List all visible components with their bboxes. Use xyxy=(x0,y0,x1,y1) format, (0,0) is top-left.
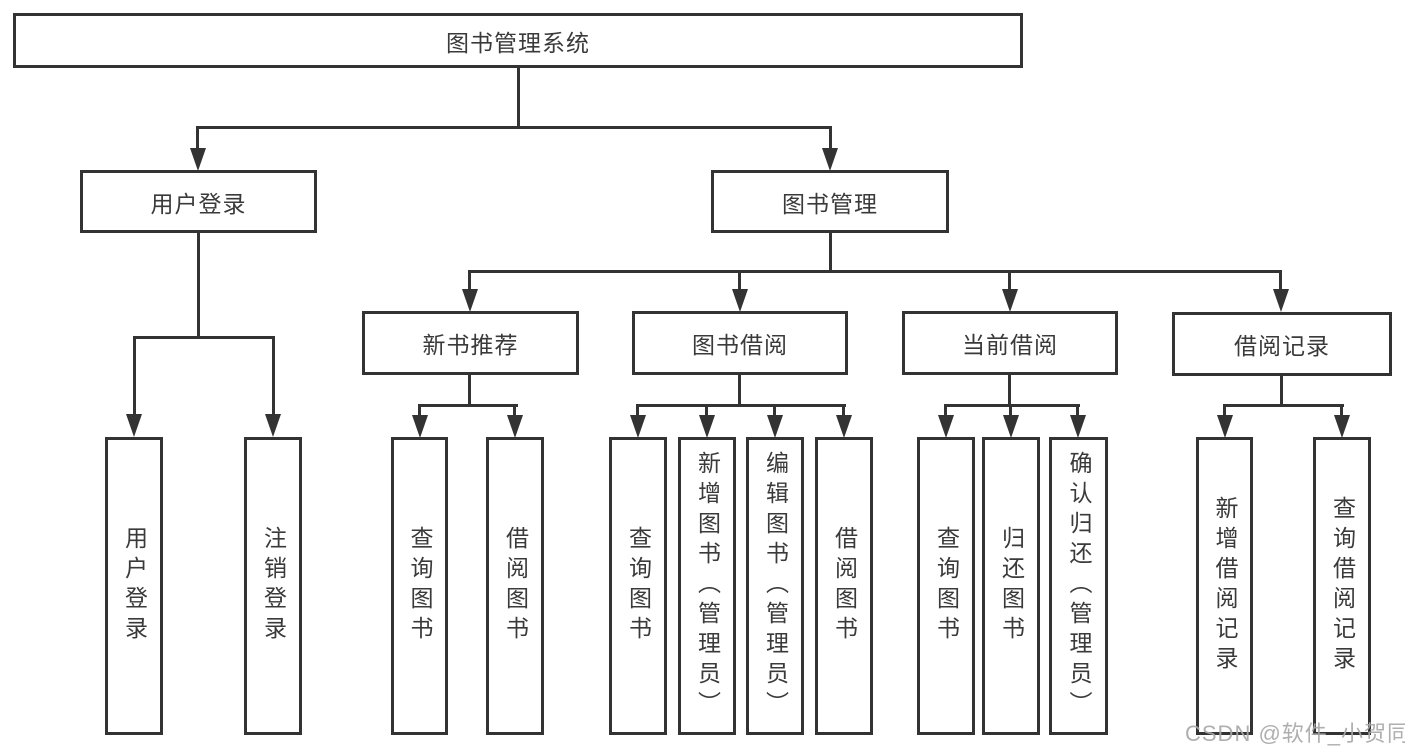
leaf-borrow-books-recommend: 借阅图书 xyxy=(486,437,544,735)
arrowhead-leaf-logout xyxy=(265,414,281,437)
leaf-confirm-return-admin: 确认归还（管理员） xyxy=(1049,437,1108,735)
leaf-add-books-admin: 新增图书（管理员） xyxy=(678,437,736,735)
connector-to-cb-query xyxy=(944,404,947,418)
connector-to-user-login xyxy=(196,126,199,152)
leaf-query-books-recommend: 查询图书 xyxy=(391,437,448,735)
connector-current-borrow-rail xyxy=(944,404,1080,407)
connector-to-bb-add xyxy=(705,404,708,418)
leaf-edit-books-admin: 编辑图书（管理员） xyxy=(746,437,804,735)
connector-records-rail xyxy=(1223,404,1344,407)
connector-to-current-borrowing xyxy=(1008,270,1011,292)
node-user-login: 用户登录 xyxy=(80,170,317,233)
connector-to-leaf-logout xyxy=(272,336,275,418)
arrowhead-borrowing-records xyxy=(1273,289,1289,312)
connector-book-mgmt-stem xyxy=(829,233,832,272)
connector-book-borrow-stem xyxy=(738,375,741,406)
connector-current-borrow-stem xyxy=(1008,375,1011,406)
connector-to-bb-borrow xyxy=(842,404,845,418)
connector-to-new-book xyxy=(468,270,471,292)
connector-to-bb-edit xyxy=(773,404,776,418)
connector-to-nb-query xyxy=(418,404,421,418)
arrowhead-br-query xyxy=(1334,415,1350,438)
connector-to-br-add xyxy=(1223,404,1226,418)
connector-book-mgmt-rail xyxy=(469,270,1282,273)
arrowhead-leaf-user-login xyxy=(126,414,142,437)
node-new-book-recommendation: 新书推荐 xyxy=(362,311,579,375)
arrowhead-book-borrowing xyxy=(732,289,748,312)
connector-user-login-rail xyxy=(133,336,275,339)
arrowhead-nb-borrow xyxy=(507,415,523,438)
node-book-management: 图书管理 xyxy=(711,170,949,233)
connector-root-stem xyxy=(517,68,520,129)
connector-book-borrow-rail xyxy=(636,404,846,407)
connector-to-bb-query xyxy=(636,404,639,418)
leaf-logout: 注销登录 xyxy=(244,437,302,735)
arrowhead-bb-add xyxy=(699,415,715,438)
connector-records-stem xyxy=(1280,376,1283,406)
connector-to-book-borrowing xyxy=(738,270,741,292)
connector-to-cb-return xyxy=(1009,404,1012,418)
arrowhead-br-add xyxy=(1217,415,1233,438)
arrowhead-user-login xyxy=(190,148,206,171)
arrowhead-bb-borrow xyxy=(836,415,852,438)
connector-to-cb-confirm xyxy=(1076,404,1079,418)
connector-to-book-management xyxy=(829,126,832,152)
connector-new-book-stem xyxy=(468,375,471,406)
arrowhead-cb-return xyxy=(1003,415,1019,438)
arrowhead-cb-confirm xyxy=(1070,415,1086,438)
connector-to-leaf-user-login xyxy=(133,336,136,418)
arrowhead-new-book xyxy=(462,289,478,312)
node-borrowing-records: 借阅记录 xyxy=(1172,312,1392,376)
connector-root-rail xyxy=(196,126,832,129)
connector-user-login-stem xyxy=(197,233,200,338)
leaf-query-books-current: 查询图书 xyxy=(917,437,975,735)
leaf-add-borrow-record: 新增借阅记录 xyxy=(1196,437,1253,735)
node-current-borrowing: 当前借阅 xyxy=(902,311,1118,375)
node-book-borrowing: 图书借阅 xyxy=(632,311,848,375)
connector-to-br-query xyxy=(1340,404,1343,418)
connector-to-nb-borrow xyxy=(513,404,516,418)
arrowhead-cb-query xyxy=(938,415,954,438)
leaf-borrow-books: 借阅图书 xyxy=(815,437,873,735)
arrowhead-book-management xyxy=(822,148,838,171)
connector-new-book-rail xyxy=(418,404,518,407)
leaf-user-login: 用户登录 xyxy=(105,437,163,735)
leaf-return-books: 归还图书 xyxy=(982,437,1040,735)
arrowhead-nb-query xyxy=(412,415,428,438)
connector-to-borrowing-records xyxy=(1279,270,1282,292)
arrowhead-bb-edit xyxy=(767,415,783,438)
leaf-query-borrow-record: 查询借阅记录 xyxy=(1313,437,1371,735)
leaf-query-books-borrow: 查询图书 xyxy=(609,437,667,735)
arrowhead-bb-query xyxy=(630,415,646,438)
arrowhead-current-borrowing xyxy=(1002,289,1018,312)
node-root: 图书管理系统 xyxy=(13,13,1023,68)
watermark: CSDN @软件_小贺同学 xyxy=(1185,721,1405,746)
